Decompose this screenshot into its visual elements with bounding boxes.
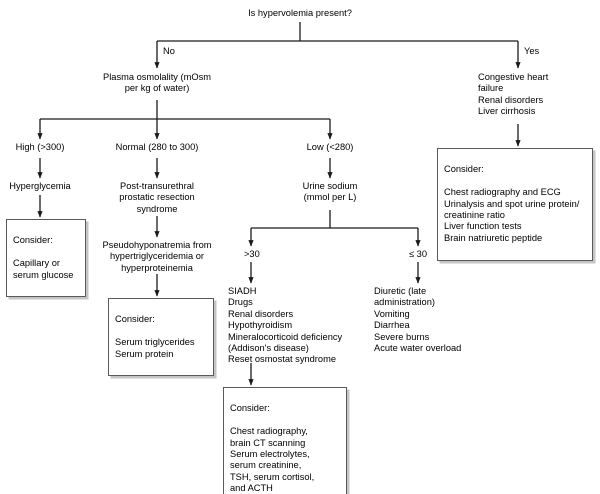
- node-post-turp: Post-transurethral prostatic resection s…: [119, 181, 195, 214]
- label-normal-osmolality: Normal (280 to 300): [115, 142, 199, 152]
- label-low-osmolality: Low (<280): [306, 142, 354, 152]
- box-triglycerides-heading: Consider:: [115, 314, 155, 325]
- box-cardiac-heading: Consider:: [444, 164, 484, 175]
- node-siadh-group: SIADH Drugs Renal disorders Hypothyroidi…: [228, 286, 343, 365]
- node-diuretic-group: Diuretic (late administration) Vomiting …: [374, 286, 462, 354]
- box-consider-triglycerides: Consider: Serum triglycerides Serum prot…: [108, 298, 214, 377]
- box-siadh-workup-heading: Consider:: [230, 403, 270, 414]
- label-sodium-above-30: >30: [244, 249, 260, 259]
- box-consider-cardiac: Consider: Chest radiography and ECG Urin…: [437, 148, 593, 261]
- edge-label-no: No: [163, 46, 175, 56]
- label-sodium-below-30: ≤ 30: [409, 249, 428, 259]
- box-consider-glucose: Consider: Capillary or serum glucose: [6, 219, 86, 298]
- box-triglycerides-items: Serum triglycerides Serum protein: [115, 337, 195, 359]
- node-hyperglycemia: Hyperglycemia: [9, 181, 71, 191]
- edge-label-yes: Yes: [524, 46, 540, 56]
- root-question: Is hypervolemia present?: [248, 8, 352, 18]
- node-chf-group: Congestive heart failure Renal disorders…: [478, 72, 549, 117]
- box-glucose-items: Capillary or serum glucose: [13, 258, 74, 280]
- box-consider-siadh-workup: Consider: Chest radiography, brain CT sc…: [223, 387, 347, 494]
- box-cardiac-items: Chest radiography and ECG Urinalysis and…: [444, 187, 580, 243]
- node-plasma-osmolality: Plasma osmolality (mOsm per kg of water): [103, 72, 211, 94]
- node-urine-sodium: Urine sodium (mmol per L): [302, 181, 358, 203]
- node-pseudohyponatremia: Pseudohyponatremia from hypertriglycerid…: [102, 240, 212, 273]
- label-high-osmolality: High (>300): [15, 142, 65, 152]
- box-siadh-workup-items: Chest radiography, brain CT scanning Ser…: [230, 426, 315, 494]
- box-glucose-heading: Consider:: [13, 235, 53, 246]
